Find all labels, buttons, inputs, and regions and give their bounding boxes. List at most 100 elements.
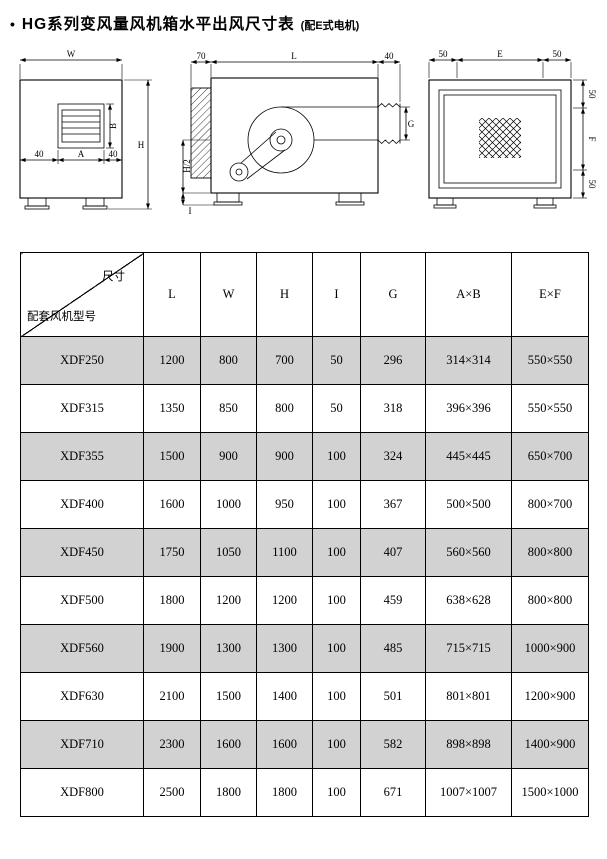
value-cell: 50 [312,336,361,385]
table-header-row: 尺寸 配套风机型号 L W H I G A×B E×F [20,252,589,337]
value-cell: 1000 [200,480,257,529]
title-bullet: • [10,16,15,32]
value-cell: 314×314 [425,336,512,385]
value-cell: 100 [312,528,361,577]
dim-label-i: I [189,206,192,216]
value-cell: 318 [360,384,426,433]
value-cell: 100 [312,576,361,625]
value-cell: 1600 [200,720,257,769]
dim-label-e: E [497,49,503,59]
model-cell: XDF355 [20,432,144,481]
outlet-flex-connector [377,102,401,145]
value-cell: 1400×900 [511,720,589,769]
column-header-w: W [200,252,257,337]
dim-label-40-right: 40 [109,149,119,159]
value-cell: 1500 [143,432,201,481]
dim-label-h2: H/2 [182,159,192,173]
value-cell: 100 [312,624,361,673]
value-cell: 1600 [256,720,313,769]
value-cell: 1750 [143,528,201,577]
value-cell: 900 [256,432,313,481]
value-cell: 900 [200,432,257,481]
value-cell: 898×898 [425,720,512,769]
value-cell: 650×700 [511,432,589,481]
model-cell: XDF315 [20,384,144,433]
value-cell: 950 [256,480,313,529]
fan-scroll [247,106,378,174]
column-header-axb: A×B [425,252,512,337]
corner-label-dimensions: 尺寸 [102,271,125,283]
value-cell: 800 [256,384,313,433]
value-cell: 1800 [143,576,201,625]
dim-label-40-left: 40 [35,149,45,159]
model-cell: XDF250 [20,336,144,385]
value-cell: 800×800 [511,528,589,577]
value-cell: 100 [312,480,361,529]
value-cell: 1600 [143,480,201,529]
value-cell: 396×396 [425,384,512,433]
technical-drawings: W B 40 A 40 H [0,48,607,234]
base-feet [213,192,365,206]
value-cell: 501 [360,672,426,721]
dim-label-50-right-top: 50 [587,90,597,100]
value-cell: 1350 [143,384,201,433]
value-cell: 367 [360,480,426,529]
dim-label-g: G [408,119,415,129]
value-cell: 1800 [256,768,313,817]
value-cell: 50 [312,384,361,433]
dim-label-50-top-left: 50 [439,49,449,59]
dim-label-40: 40 [385,51,395,61]
cabinet-side-outline [210,77,379,194]
model-cell: XDF400 [20,480,144,529]
dim-label-w: W [67,49,76,59]
value-cell: 1300 [200,624,257,673]
model-cell: XDF710 [20,720,144,769]
dim-label-b: B [108,123,118,129]
side-view-drawing: 70 L 40 G H/2 I [181,51,415,216]
value-cell: 560×560 [425,528,512,577]
value-cell: 2300 [143,720,201,769]
value-cell: 582 [360,720,426,769]
value-cell: 671 [360,768,426,817]
value-cell: 1300 [256,624,313,673]
page-subtitle: (配E式电机) [300,20,360,32]
back-view-drawing: 50 E 50 50 F 50 [428,49,597,209]
dim-label-f: F [587,136,597,141]
table-corner-cell: 尺寸 配套风机型号 [20,252,144,337]
value-cell: 550×550 [511,384,589,433]
dim-label-70: 70 [197,51,207,61]
column-header-l: L [143,252,201,337]
value-cell: 800 [200,336,257,385]
value-cell: 296 [360,336,426,385]
model-cell: XDF500 [20,576,144,625]
value-cell: 1500×1000 [511,768,589,817]
value-cell: 1200 [200,576,257,625]
page-header: • HG系列变风量风机箱水平出风尺寸表 (配E式电机) [0,0,607,34]
value-cell: 1200×900 [511,672,589,721]
value-cell: 700 [256,336,313,385]
value-cell: 2500 [143,768,201,817]
value-cell: 1200 [143,336,201,385]
value-cell: 1400 [256,672,313,721]
cabinet-front-outline [19,79,123,210]
value-cell: 500×500 [425,480,512,529]
value-cell: 801×801 [425,672,512,721]
value-cell: 1007×1007 [425,768,512,817]
value-cell: 1200 [256,576,313,625]
value-cell: 407 [360,528,426,577]
value-cell: 100 [312,672,361,721]
value-cell: 1500 [200,672,257,721]
corner-label-fan-model: 配套风机型号 [27,311,96,323]
